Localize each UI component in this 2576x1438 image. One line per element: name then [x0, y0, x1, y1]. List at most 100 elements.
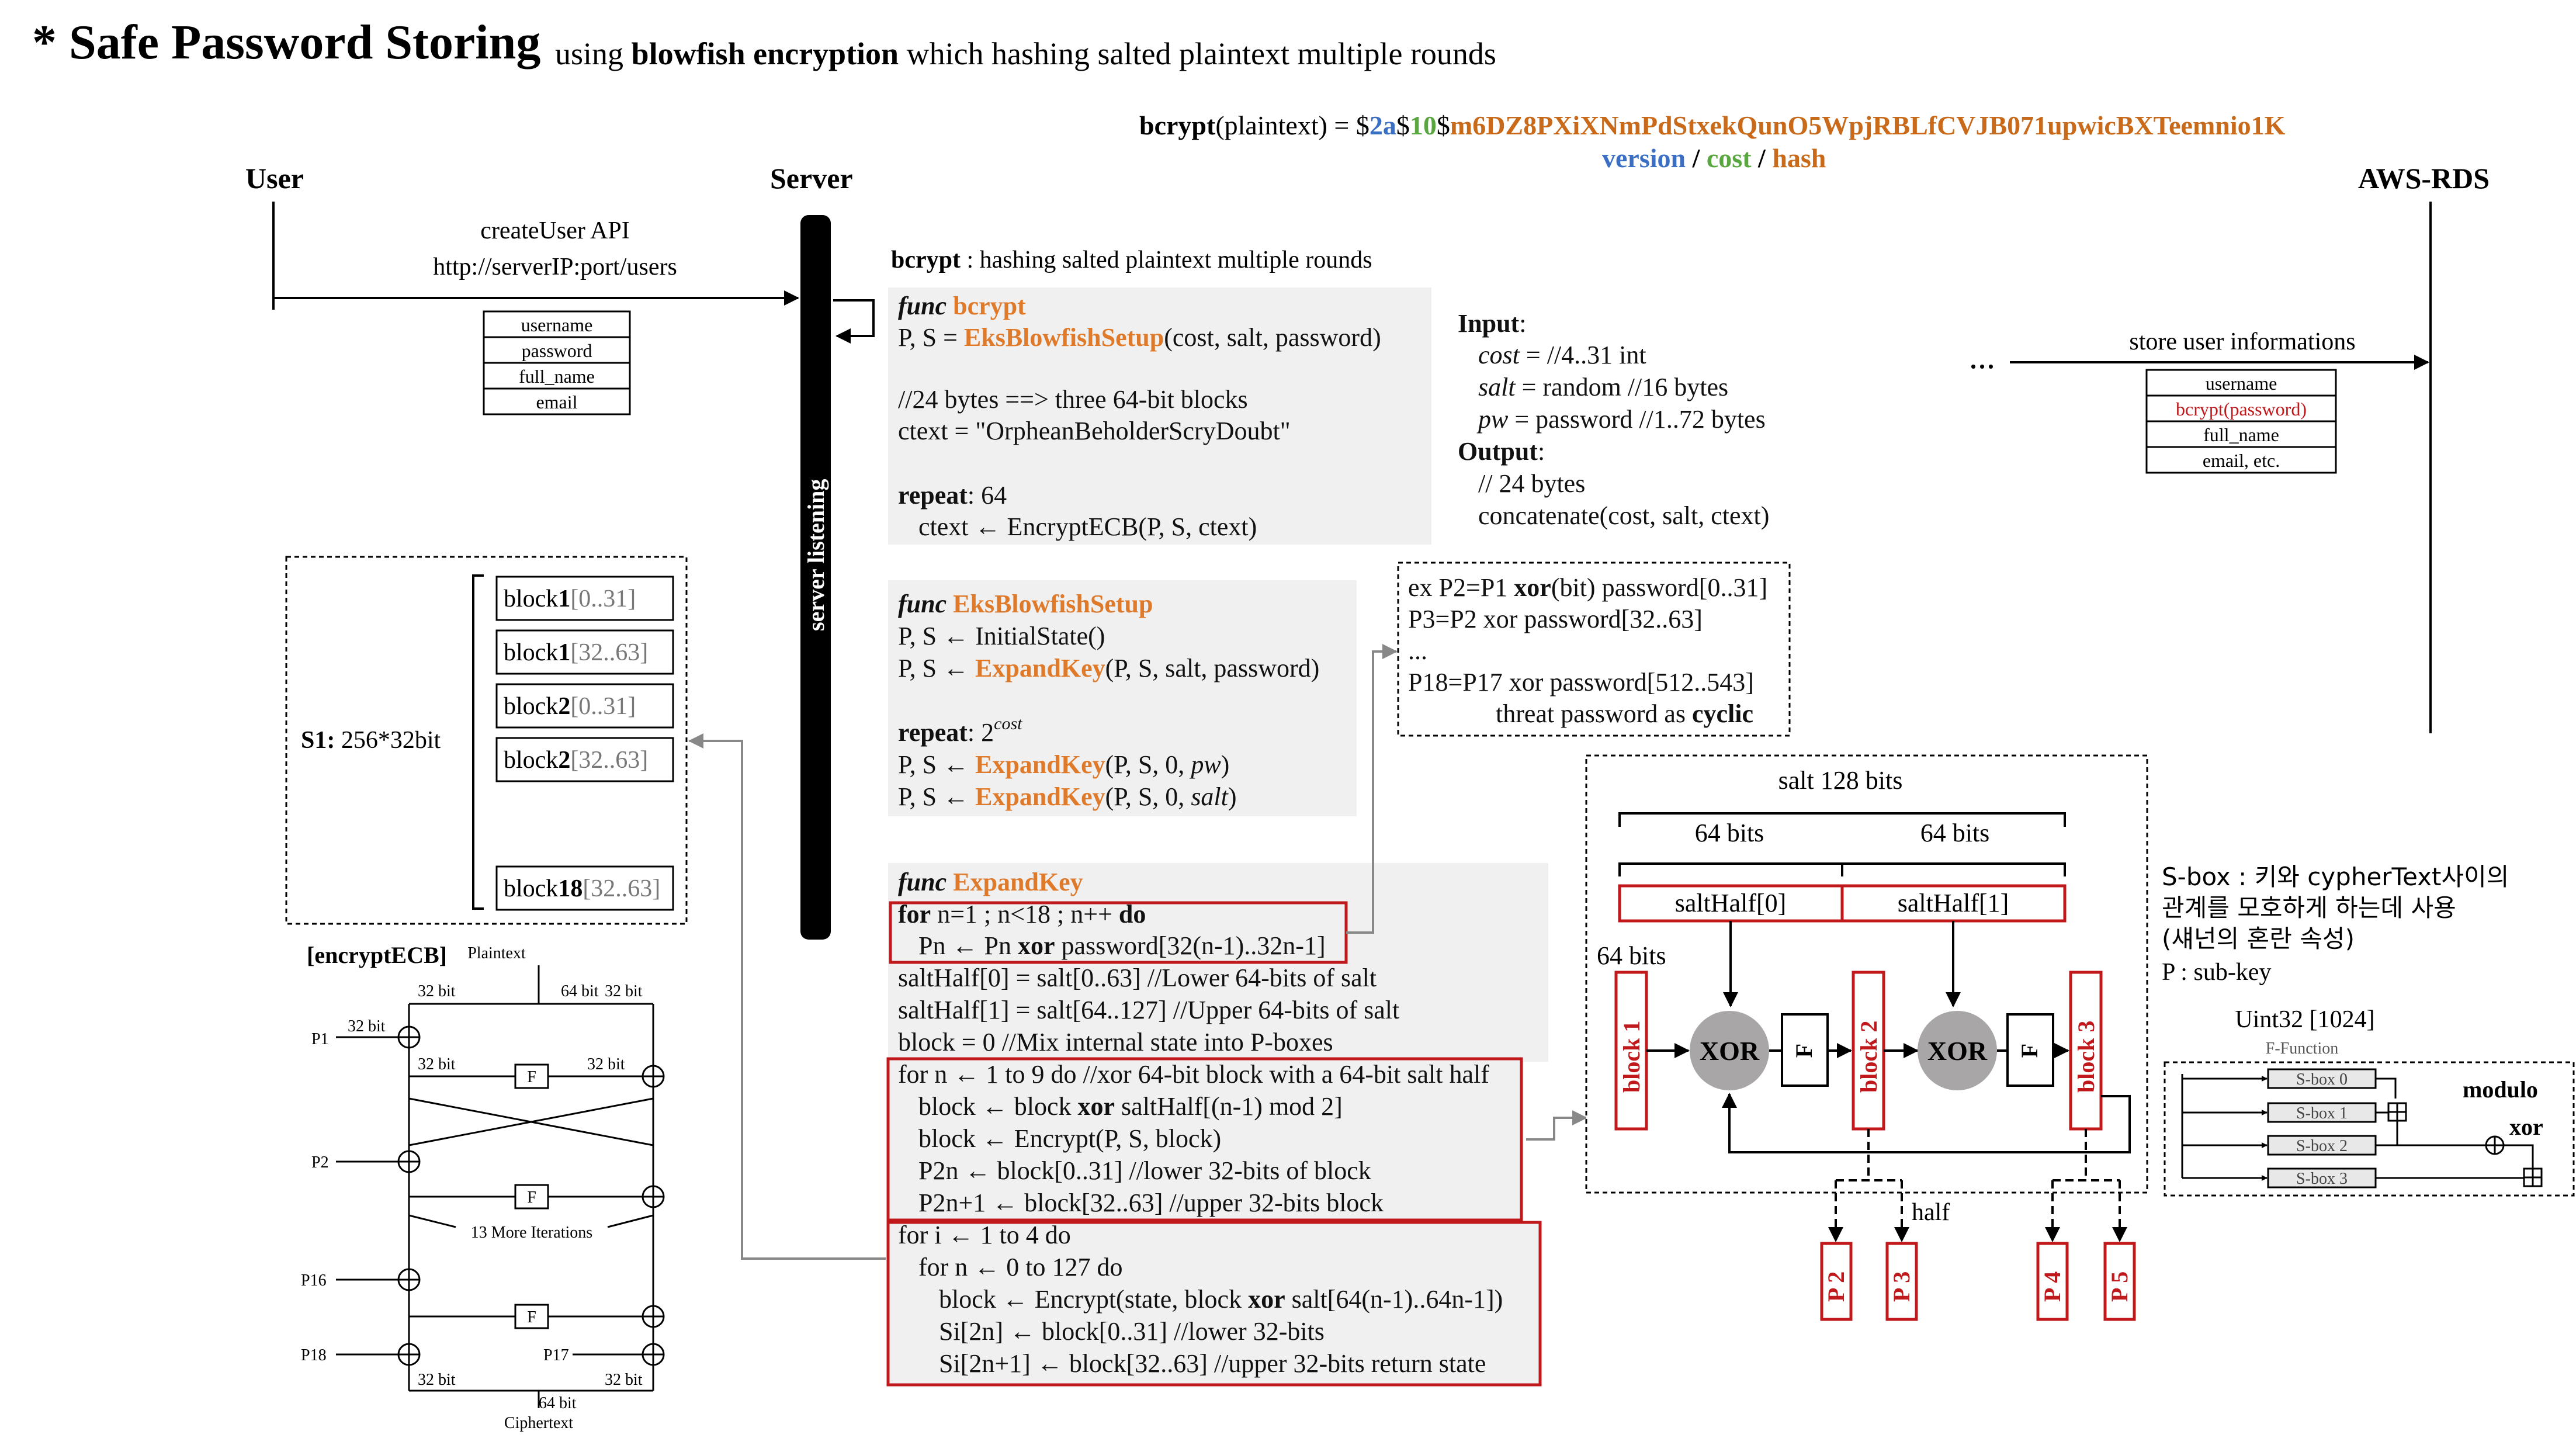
salt-half-0: saltHalf[0]	[1675, 889, 1787, 917]
expandkey-d4: Si[2n] ← block[0..31] //lower 32-bits	[939, 1317, 1325, 1346]
expandkey-c4: P2n ← block[0..31] //lower 32-bits of bl…	[918, 1156, 1371, 1185]
svg-text:P18: P18	[301, 1346, 327, 1364]
expandkey-c3: block ← Encrypt(P, S, block)	[918, 1124, 1221, 1153]
svg-text:P17: P17	[543, 1346, 569, 1364]
svg-text:32 bit: 32 bit	[348, 1017, 386, 1035]
create-user-fields-table: username password full_name email	[483, 310, 631, 415]
func-bcrypt-line3: ctext = "OrpheanBeholderScryDoubt"	[898, 417, 1291, 445]
field-full-name: full_name	[519, 366, 595, 387]
input-output-block: Input: cost = //4..31 int salt = random …	[1458, 309, 1769, 530]
svg-text:관계를 모호하게 하는데 사용: 관계를 모호하게 하는데 사용	[2162, 893, 2456, 922]
ecb-plaintext: Plaintext	[467, 944, 526, 962]
xor-example-line5: threat password as cyclic	[1496, 699, 1753, 728]
salt-half-1: saltHalf[1]	[1898, 889, 2009, 917]
actor-server: Server	[770, 162, 853, 195]
svg-text:32 bit: 32 bit	[605, 982, 643, 1000]
store-field-username: username	[2206, 373, 2277, 394]
expandkey-d2: for n ← 0 to 127 do	[918, 1253, 1123, 1281]
svg-text:F: F	[527, 1068, 536, 1086]
expandkey-c1: for n ← 1 to 9 do //xor 64-bit block wit…	[898, 1060, 1489, 1089]
svg-text:(섀넌의 혼란 속성): (섀넌의 혼란 속성)	[2162, 924, 2355, 953]
func-bcrypt-panel	[888, 287, 1431, 545]
svg-text:P2: P2	[311, 1153, 329, 1172]
xor-example-box	[1397, 562, 1791, 737]
f-function-diagram: Uint32 [1024] F-Function S-box 0 S-box 1…	[2164, 1006, 2575, 1197]
bcrypt-description: bcrypt : hashing salted plaintext multip…	[891, 247, 1372, 273]
output-line1: // 24 bytes	[1478, 469, 1585, 498]
s1-block-item: block18[32..63]	[504, 875, 660, 902]
f-function-title: F-Function	[2266, 1039, 2338, 1058]
uint32-label: Uint32 [1024]	[2235, 1006, 2374, 1033]
store-field-full-name: full_name	[2203, 424, 2279, 445]
expandkey-d5: Si[2n+1] ← block[32..63] //upper 32-bits…	[939, 1349, 1486, 1378]
input-cost: cost = //4..31 int	[1478, 341, 1646, 369]
server-self-arrow	[833, 299, 875, 344]
xor-label: xor	[2509, 1114, 2543, 1140]
sbox-note: S-box : 키와 cypherText사이의 관계를 모호하게 하는데 사용…	[2162, 862, 2509, 986]
expandkey-d3: block ← Encrypt(state, block xor salt[64…	[939, 1285, 1503, 1314]
store-ellipsis: ...	[1969, 337, 1995, 376]
svg-text:64 bit: 64 bit	[561, 982, 599, 1000]
expandkey-c2: block ← block xor saltHalf[(n-1) mod 2]	[918, 1092, 1343, 1121]
actor-aws-rds: AWS-RDS	[2358, 162, 2490, 195]
func-bcrypt-line1: P, S = EksBlowfishSetup(cost, salt, pass…	[898, 323, 1381, 352]
expandkey-b3: block = 0 //Mix internal state into P-bo…	[898, 1028, 1333, 1056]
svg-text:P 3: P 3	[1888, 1271, 1915, 1302]
expandkey-b1: saltHalf[0] = salt[0..63] //Lower 64-bit…	[898, 964, 1377, 992]
svg-text:S-box 0: S-box 0	[2296, 1070, 2348, 1089]
svg-text:XOR: XOR	[1700, 1036, 1760, 1066]
func-expandkey-header: func ExpandKey	[898, 868, 1083, 896]
store-fields-table: username bcrypt(password) full_name emai…	[2145, 369, 2337, 474]
svg-text:S-box 2: S-box 2	[2296, 1137, 2348, 1155]
expandkey-salt-loop-highlight	[886, 1057, 1523, 1222]
salt-64-right: 64 bits	[1920, 819, 1990, 847]
s1-connector	[688, 733, 886, 1260]
create-user-api-label: createUser API	[480, 217, 629, 244]
svg-text:block 1: block 1	[1618, 1021, 1645, 1093]
svg-text:F: F	[527, 1308, 536, 1326]
create-user-url: http://serverIP:port/users	[433, 254, 677, 280]
title-subtitle: using blowfish encryption which hashing …	[555, 36, 1496, 71]
svg-text:32 bit: 32 bit	[587, 1055, 625, 1073]
svg-text:P : sub-key: P : sub-key	[2162, 959, 2271, 986]
s1-block-list: block1[0..31] block1[32..63] block2[0..3…	[495, 576, 674, 911]
expandkey-b2: saltHalf[1] = salt[64..127] //Upper 64-b…	[898, 996, 1399, 1024]
store-field-email: email, etc.	[2203, 450, 2280, 471]
svg-text:13 More Iterations: 13 More Iterations	[471, 1224, 592, 1242]
field-username: username	[521, 314, 593, 335]
salt-64-left: 64 bits	[1695, 819, 1764, 847]
func-bcrypt-header: func bcrypt	[898, 292, 1026, 320]
expandkey-d1: for i ← 1 to 4 do	[898, 1221, 1071, 1249]
s1-brace	[472, 574, 484, 910]
svg-text:F: F	[527, 1188, 536, 1207]
block-64-bits: 64 bits	[1597, 941, 1666, 970]
expandkey-a1: for n=1 ; n<18 ; n++ do	[898, 900, 1146, 928]
store-label: store user informations	[2129, 328, 2355, 355]
svg-text:P16: P16	[301, 1271, 327, 1290]
s1-block-item: block1[32..63]	[504, 639, 648, 666]
svg-text:S-box 1: S-box 1	[2296, 1104, 2348, 1122]
svg-text:P 2: P 2	[1823, 1271, 1849, 1302]
input-pw: pw = password //1..72 bytes	[1476, 405, 1766, 434]
ex-box-connector	[1346, 644, 1398, 934]
svg-text:32 bit: 32 bit	[418, 1055, 456, 1073]
expandkey-sbox-loop-highlight	[886, 1221, 1542, 1387]
xor-example-line2: P3=P2 xor password[32..63]	[1408, 605, 1703, 633]
func-bcrypt-line4: repeat: 64	[898, 481, 1007, 510]
xor-node-2	[1918, 1011, 1997, 1090]
output-title: Output:	[1458, 437, 1545, 466]
salt-diagram-connector	[1526, 1110, 1587, 1141]
store-field-bcrypt-password: bcrypt(password)	[2176, 399, 2307, 420]
svg-text:P 5: P 5	[2106, 1271, 2133, 1302]
input-salt: salt = random //16 bytes	[1478, 373, 1728, 401]
output-line2: concatenate(cost, salt, ctext)	[1478, 501, 1769, 530]
ecb-ciphertext: Ciphertext	[504, 1414, 573, 1432]
svg-text:S-box : 키와 cypherText사이의: S-box : 키와 cypherText사이의	[2162, 862, 2509, 891]
func-eks-header: func EksBlowfishSetup	[898, 590, 1153, 618]
func-eks-line5: P, S ← ExpandKey(P, S, 0, salt)	[898, 782, 1237, 811]
func-eks-line2: P, S ← ExpandKey(P, S, salt, password)	[898, 654, 1319, 682]
title-main: * Safe Password Storing	[32, 15, 540, 70]
actor-user: User	[245, 162, 304, 195]
half-label: half	[1912, 1199, 1950, 1226]
